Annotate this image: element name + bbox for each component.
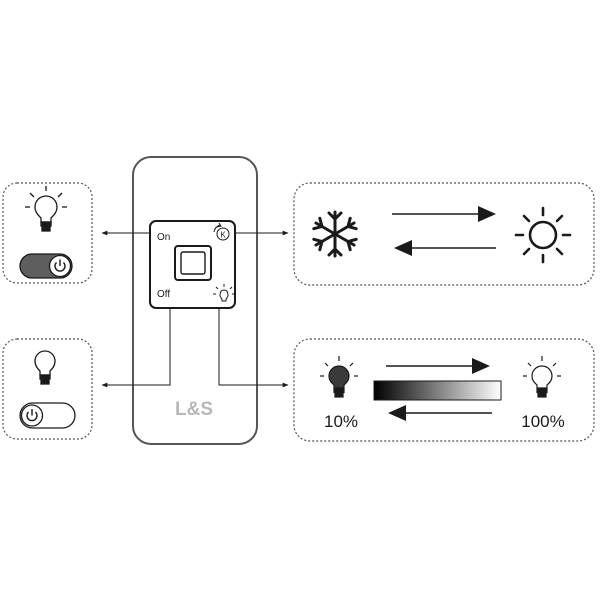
brightness-gradient-bar: [373, 380, 502, 401]
panel-color-temperature-frame: [293, 182, 595, 286]
arrow-right-brighten: [386, 358, 490, 374]
arrow-right-warm: [392, 206, 496, 222]
off-label: Off: [157, 289, 170, 300]
kelvin-badge-label: K: [220, 231, 226, 240]
connector-lines: [101, 230, 289, 388]
bulb-bright-icon: [523, 356, 561, 398]
power-icon: [54, 259, 66, 272]
connector-dim: [218, 308, 289, 388]
remote-control: On Off K L&S: [132, 156, 258, 445]
kelvin-icon: K: [213, 222, 230, 241]
power-icon: [26, 409, 38, 422]
arrow-left-cool: [394, 240, 496, 256]
toggle-off-switch[interactable]: [19, 402, 76, 429]
bulb-on-icon: [25, 186, 67, 232]
brand-logo: L&S: [175, 399, 213, 420]
panel-light-on: [2, 182, 93, 284]
panel-dimming: 10% 100%: [293, 338, 595, 442]
sun-icon: [514, 206, 572, 264]
bulb-dim-icon: [320, 356, 358, 398]
dim-max-label: 100%: [521, 412, 564, 431]
snowflake-icon: [312, 210, 358, 258]
rocker-button[interactable]: [174, 245, 212, 281]
panel-color-temperature: [293, 182, 595, 286]
arrow-left-dim: [388, 405, 492, 421]
connector-off: [101, 308, 171, 388]
on-label: On: [157, 232, 170, 243]
dim-min-label: 10%: [324, 412, 358, 431]
panel-light-off: [2, 338, 93, 440]
bulb-off-icon: [34, 350, 56, 385]
dim-light-icon: [213, 284, 235, 302]
toggle-on-switch[interactable]: [19, 253, 73, 279]
